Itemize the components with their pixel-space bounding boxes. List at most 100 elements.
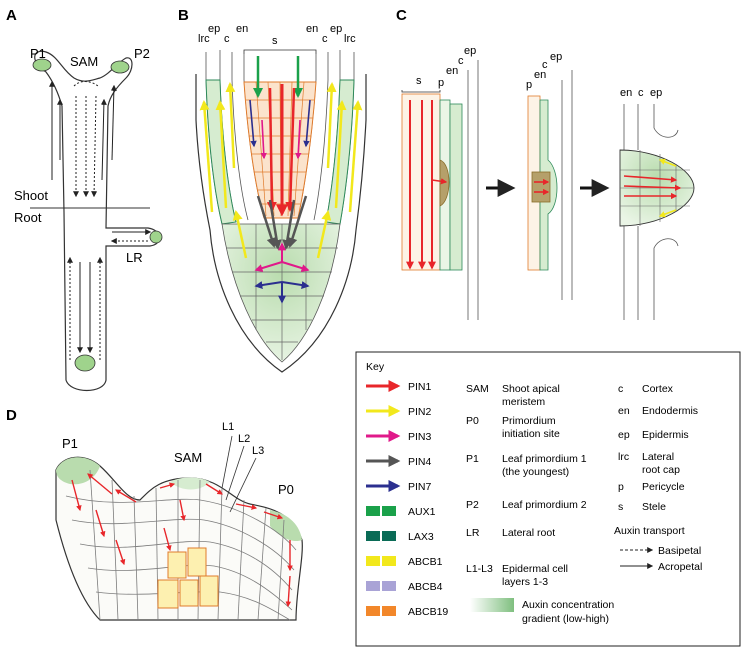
label-en: en [236, 23, 248, 35]
tissue-code: en [618, 405, 630, 417]
label-en: en [620, 87, 632, 99]
label-shoot: Shoot [14, 188, 48, 203]
label-s: s [272, 35, 278, 47]
transporter-list: PIN1PIN2PIN3PIN4PIN7AUX1LAX3ABCB1ABCB4AB… [366, 380, 448, 618]
label-c: c [638, 87, 644, 99]
gradient-label-line2: gradient (low-high) [522, 613, 609, 625]
pin4-arrow [268, 199, 282, 250]
label-lr: LR [126, 250, 143, 265]
panel-b: B lrc ep c en s en c ep lrc [178, 7, 367, 373]
basipetal-arrow [91, 95, 98, 198]
panel-c-letter: C [396, 7, 407, 24]
label-c: c [322, 33, 328, 45]
key-item-abcb19: ABCB19 [366, 606, 448, 618]
pin4-arrow [282, 199, 296, 250]
key-item-abcb4: ABCB4 [366, 581, 443, 593]
pin2-arrow [215, 100, 228, 209]
basipetal-label: Basipetal [658, 545, 701, 557]
gradient-label-line1: Auxin concentration [522, 599, 614, 611]
key-desc: Cortex [642, 383, 674, 395]
legend-label: PIN4 [408, 456, 432, 468]
key-desc: Epidermis [642, 429, 689, 441]
key-desc: Primordium [502, 415, 556, 427]
abbr-code: P0 [466, 415, 479, 427]
p1-primordium-dot [32, 58, 52, 72]
seedling-outline [34, 50, 161, 392]
legend-label: AUX1 [408, 506, 436, 518]
pin4-arrow [256, 195, 277, 248]
label-ep: ep [208, 23, 220, 35]
key-desc: Lateral root [502, 527, 555, 539]
label-p: p [438, 77, 444, 89]
pin2-arrow [326, 82, 337, 169]
key-desc: root cap [642, 464, 680, 476]
l2-leader [225, 445, 245, 501]
legend-swatch [366, 506, 380, 516]
label-lrc: lrc [344, 33, 356, 45]
abbr-code: P2 [466, 499, 479, 511]
legend-label: PIN2 [408, 406, 432, 418]
key-item-aux1: AUX1 [366, 506, 436, 518]
tissue-code: s [618, 501, 623, 513]
label-en: en [446, 65, 458, 77]
key-desc: (the youngest) [502, 466, 569, 478]
key-desc: Pericycle [642, 481, 685, 493]
panel-a-letter: A [6, 7, 17, 24]
legend-swatch [366, 531, 380, 541]
label-p2: P2 [134, 46, 150, 61]
legend-label: ABCB1 [408, 556, 443, 568]
abbr-code: P1 [466, 453, 479, 465]
l3-leader [229, 457, 257, 513]
lr-stage-1: s p en c ep [401, 45, 479, 320]
pin2-arrow [348, 100, 363, 213]
label-s: s [416, 75, 422, 87]
stele-bracket [401, 90, 441, 93]
pin7-arrow [281, 281, 310, 289]
legend-label: PIN7 [408, 481, 432, 493]
pin1-arrow [285, 87, 296, 212]
legend-swatch [382, 531, 396, 541]
legend-label: LAX3 [408, 531, 434, 543]
pin2-arrow [316, 210, 332, 259]
lr-stage-2: p en c ep [526, 51, 573, 300]
key-item-lax3: LAX3 [366, 531, 434, 543]
label-ep: ep [464, 45, 476, 57]
legend-label: PIN1 [408, 381, 432, 393]
pin2-arrow [334, 100, 347, 209]
tissue-item-ep: ep Epidermis [618, 429, 689, 441]
root-outline [195, 74, 367, 373]
tissue-item-c: c Cortex [618, 383, 674, 395]
pin4-arrow [287, 195, 308, 248]
label-en: en [306, 23, 318, 35]
tissue-code: c [618, 383, 623, 395]
label-p1: P1 [30, 46, 46, 61]
label-c: c [458, 55, 464, 67]
root-tip-dot [74, 354, 96, 372]
label-p1: P1 [62, 436, 78, 451]
p2-primordium-dot [110, 60, 130, 74]
legend-swatch [382, 506, 396, 516]
label-root: Root [14, 210, 42, 225]
pin3-arrow [295, 119, 302, 160]
key-item-pin3: PIN3 [366, 430, 432, 443]
legend-swatch [366, 556, 380, 566]
tissue-code: ep [618, 429, 630, 441]
label-sam: SAM [70, 54, 98, 69]
pin1-arrows-d [71, 473, 293, 608]
legend-label: ABCB4 [408, 581, 443, 593]
tissue-code: lrc [618, 451, 629, 463]
pin2-arrow [225, 82, 236, 169]
label-p: p [526, 79, 532, 91]
panel-d: D [6, 407, 303, 621]
panel-c: C s p en c ep p en c ep [396, 7, 695, 320]
